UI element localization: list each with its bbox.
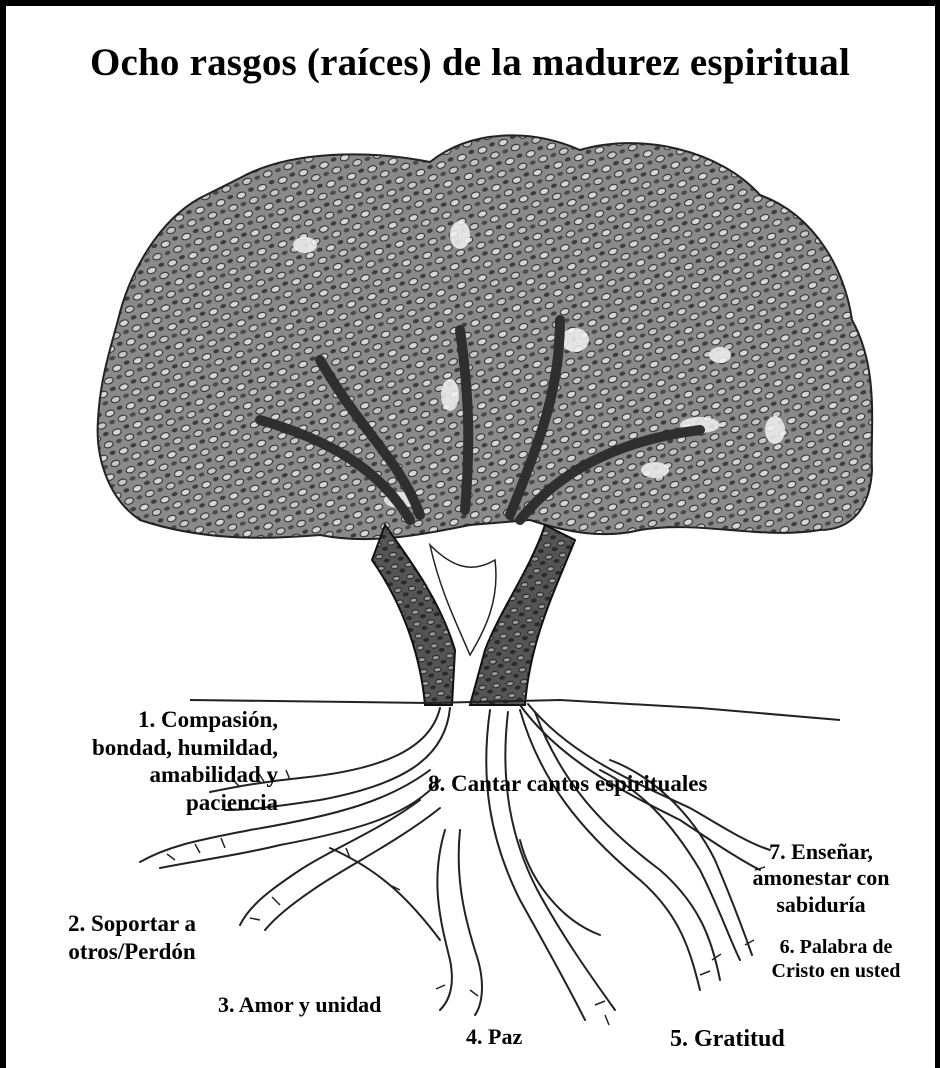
root-1-line-1: 1. Compasión, bbox=[8, 706, 278, 734]
root-1-line-3: amabilidad y bbox=[8, 761, 278, 789]
root-label-4: 4. Paz bbox=[466, 1024, 522, 1050]
root-4-line-1: 4. Paz bbox=[466, 1024, 522, 1050]
tree-canopy bbox=[98, 135, 873, 539]
tree-trunk-left bbox=[372, 525, 455, 705]
root-label-5: 5. Gratitud bbox=[670, 1025, 785, 1054]
root-2-line-1: 2. Soportar a bbox=[32, 910, 232, 938]
root-label-3: 3. Amor y unidad bbox=[218, 992, 381, 1018]
root-3-line-1: 3. Amor y unidad bbox=[218, 992, 381, 1018]
root-6-line-1: 6. Palabra de bbox=[736, 935, 936, 959]
root-1-line-4: paciencia bbox=[8, 789, 278, 817]
root-7-line-3: sabiduría bbox=[718, 892, 924, 915]
root-label-7: 7. Enseñar, amonestar con sabiduría bbox=[718, 839, 924, 915]
root-7-line-1: 7. Enseñar, bbox=[718, 839, 924, 865]
root-7-line-2: amonestar con bbox=[718, 865, 924, 891]
root-2-line-2: otros/Perdón bbox=[32, 938, 232, 966]
root-label-1: 1. Compasión, bondad, humildad, amabilid… bbox=[8, 706, 278, 816]
root-8-line-1: 8. Cantar cantos espirituales bbox=[428, 770, 707, 798]
root-label-8: 8. Cantar cantos espirituales bbox=[428, 770, 707, 798]
root-6-line-2: Cristo en usted bbox=[736, 959, 936, 983]
root-1-line-2: bondad, humildad, bbox=[8, 734, 278, 762]
root-label-2: 2. Soportar a otros/Perdón bbox=[32, 910, 232, 965]
root-label-6: 6. Palabra de Cristo en usted bbox=[736, 935, 936, 983]
root-5-line-1: 5. Gratitud bbox=[670, 1025, 785, 1054]
